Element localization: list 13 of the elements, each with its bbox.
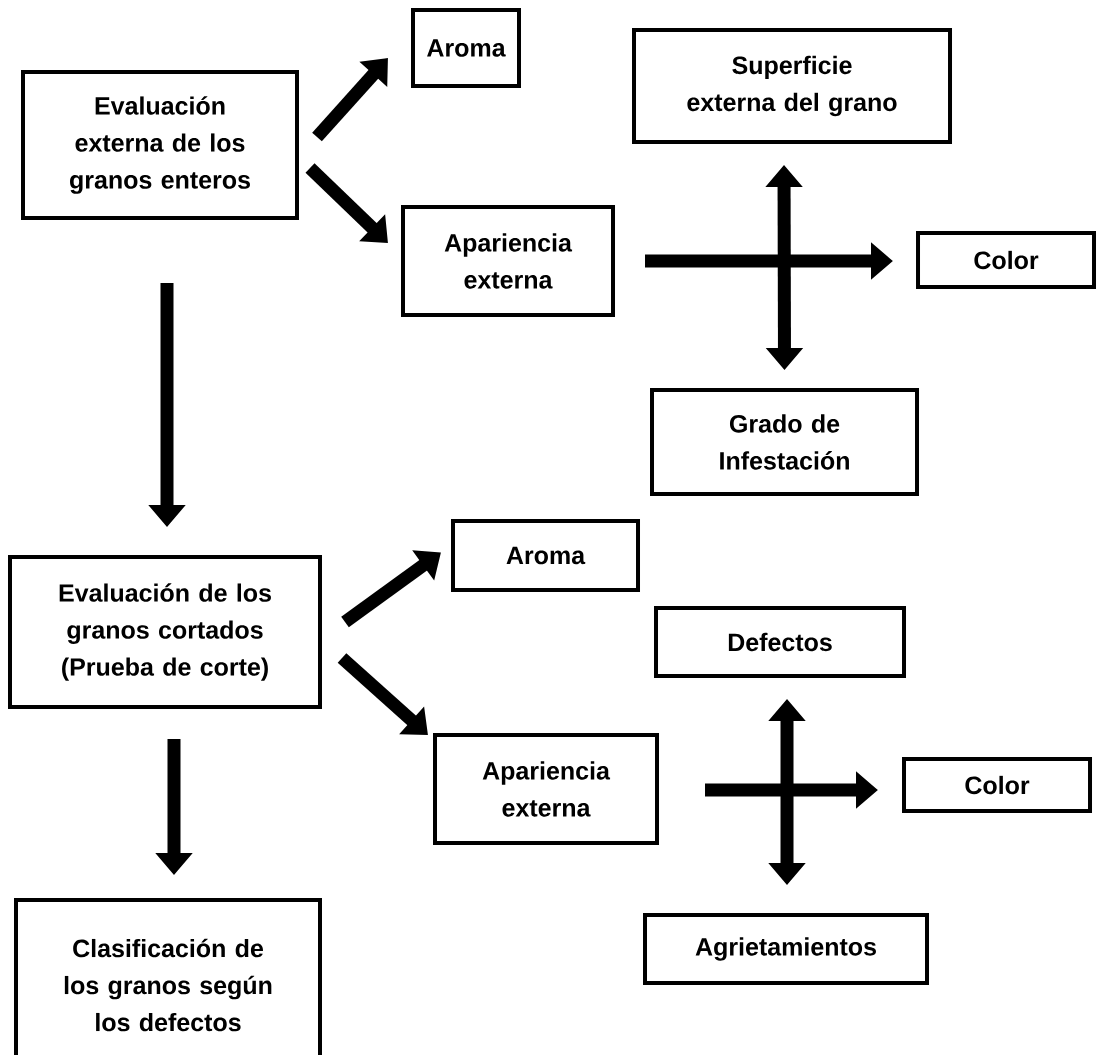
process-box: Color: [902, 757, 1092, 813]
process-box: Agrietamientos: [643, 913, 929, 985]
process-box: Apariencia externa: [433, 733, 659, 845]
process-box: Grado de Infestación: [650, 388, 919, 496]
process-box: Clasificación de los granos según los defectos: [14, 898, 322, 1055]
process-box: Color: [916, 231, 1096, 289]
process-box: Defectos: [654, 606, 906, 678]
process-box: Aroma: [451, 519, 640, 592]
process-box: Evaluación externa de los granos enteros: [21, 70, 299, 220]
process-box: Evaluación de los granos cortados (Prueba de corte): [8, 555, 322, 709]
process-box: Aroma: [411, 8, 521, 88]
process-box: Superficie externa del grano: [632, 28, 952, 144]
process-box: Apariencia externa: [401, 205, 615, 317]
